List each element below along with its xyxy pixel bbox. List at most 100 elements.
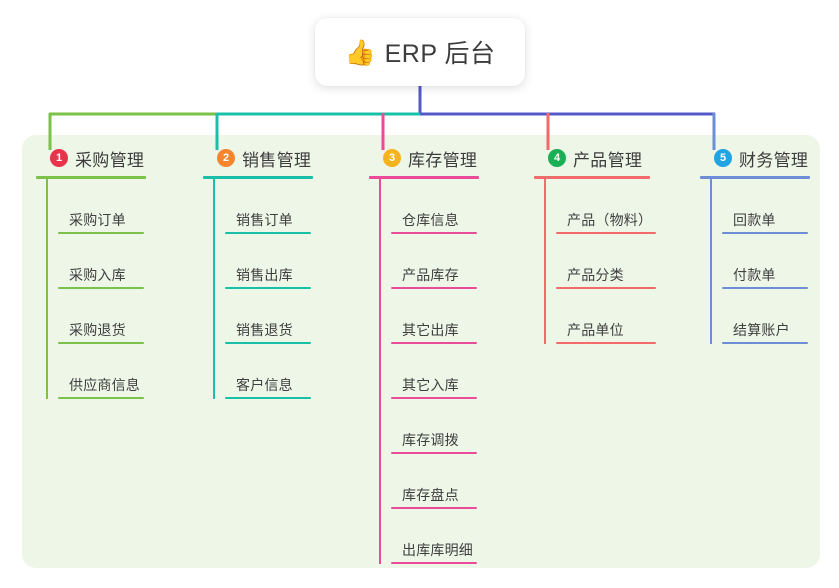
leaf-underline — [225, 232, 311, 234]
column-number-badge: 2 — [217, 149, 235, 167]
leaf-underline — [225, 287, 311, 289]
column-title: 产品管理 — [573, 150, 643, 170]
leaf-item[interactable]: 出库库明细 — [391, 509, 479, 564]
leaf-label: 出库库明细 — [402, 542, 473, 558]
leaf-underline — [58, 287, 144, 289]
leaf-list: 仓库信息产品库存其它出库其它入库库存调拨库存盘点出库库明细 — [369, 179, 479, 564]
column-number-badge: 3 — [383, 149, 401, 167]
column-header[interactable]: 1 采购管理 — [36, 145, 146, 171]
leaf-label: 产品分类 — [567, 267, 624, 283]
column-underline — [36, 176, 146, 179]
column-underline — [700, 176, 810, 179]
leaf-item[interactable]: 结算账户 — [722, 289, 810, 344]
column-title: 销售管理 — [242, 150, 312, 170]
column-spine — [710, 179, 712, 344]
column-underline — [534, 176, 650, 179]
column-spine — [544, 179, 546, 344]
leaf-underline — [391, 452, 477, 454]
leaf-label: 采购入库 — [69, 267, 126, 283]
leaf-underline — [391, 287, 477, 289]
leaf-item[interactable]: 产品（物料） — [556, 179, 656, 234]
column-产品管理: 4 产品管理产品（物料） 产品分类产品单位 — [534, 145, 656, 344]
root-node[interactable]: 👍 ERP 后台 — [315, 18, 525, 86]
leaf-list: 采购订单采购入库采购退货供应商信息 — [36, 179, 146, 399]
leaf-underline — [391, 562, 477, 564]
column-underline — [203, 176, 313, 179]
leaf-item[interactable]: 供应商信息 — [58, 344, 146, 399]
leaf-item[interactable]: 采购退货 — [58, 289, 146, 344]
leaf-underline — [556, 342, 656, 344]
leaf-item[interactable]: 其它出库 — [391, 289, 479, 344]
leaf-item[interactable]: 库存调拨 — [391, 399, 479, 454]
leaf-label: 其它出库 — [402, 322, 459, 338]
column-header[interactable]: 2 销售管理 — [203, 145, 313, 171]
leaf-label: 其它入库 — [402, 377, 459, 393]
leaf-underline — [58, 397, 144, 399]
column-采购管理: 1 采购管理采购订单采购入库采购退货供应商信息 — [36, 145, 146, 399]
column-销售管理: 2 销售管理销售订单销售出库销售退货客户信息 — [203, 145, 313, 399]
leaf-underline — [58, 342, 144, 344]
leaf-underline — [391, 342, 477, 344]
leaf-underline — [722, 342, 808, 344]
leaf-item[interactable]: 库存盘点 — [391, 454, 479, 509]
leaf-item[interactable]: 产品库存 — [391, 234, 479, 289]
leaf-underline — [58, 232, 144, 234]
leaf-label: 仓库信息 — [402, 212, 459, 228]
leaf-item[interactable]: 回款单 — [722, 179, 810, 234]
leaf-underline — [556, 287, 656, 289]
column-header[interactable]: 5 财务管理 — [700, 145, 810, 171]
leaf-underline — [391, 232, 477, 234]
column-header[interactable]: 3 库存管理 — [369, 145, 479, 171]
leaf-label: 库存盘点 — [402, 487, 459, 503]
column-spine — [46, 179, 48, 399]
leaf-list: 回款单付款单结算账户 — [700, 179, 810, 344]
leaf-label: 产品库存 — [402, 267, 459, 283]
column-title: 库存管理 — [408, 150, 478, 170]
leaf-item[interactable]: 产品单位 — [556, 289, 656, 344]
leaf-item[interactable]: 产品分类 — [556, 234, 656, 289]
column-number-badge: 1 — [50, 149, 68, 167]
leaf-item[interactable]: 付款单 — [722, 234, 810, 289]
leaf-item[interactable]: 销售订单 — [225, 179, 313, 234]
root-title: ERP 后台 — [384, 40, 496, 68]
leaf-item[interactable]: 其它入库 — [391, 344, 479, 399]
leaf-underline — [225, 342, 311, 344]
leaf-underline — [722, 287, 808, 289]
leaf-underline — [225, 397, 311, 399]
leaf-underline — [391, 397, 477, 399]
thumbs-up-icon: 👍 — [344, 38, 376, 67]
leaf-label: 采购退货 — [69, 322, 126, 338]
leaf-label: 产品单位 — [567, 322, 624, 338]
leaf-item[interactable]: 采购入库 — [58, 234, 146, 289]
column-header[interactable]: 4 产品管理 — [534, 145, 652, 171]
leaf-item[interactable]: 销售退货 — [225, 289, 313, 344]
column-title: 财务管理 — [739, 150, 809, 170]
leaf-underline — [722, 232, 808, 234]
leaf-label: 产品（物料） — [567, 212, 653, 228]
leaf-label: 付款单 — [733, 267, 776, 283]
leaf-item[interactable]: 仓库信息 — [391, 179, 479, 234]
leaf-item[interactable]: 客户信息 — [225, 344, 313, 399]
column-number-badge: 4 — [548, 149, 566, 167]
column-库存管理: 3 库存管理仓库信息产品库存其它出库其它入库库存调拨库存盘点出库库明细 — [369, 145, 479, 564]
leaf-label: 结算账户 — [733, 322, 790, 338]
leaf-label: 供应商信息 — [69, 377, 140, 393]
leaf-list: 销售订单销售出库销售退货客户信息 — [203, 179, 313, 399]
column-number-badge: 5 — [714, 149, 732, 167]
leaf-label: 销售订单 — [236, 212, 293, 228]
column-spine — [379, 179, 381, 564]
leaf-label: 销售退货 — [236, 322, 293, 338]
diagram-panel — [22, 135, 820, 568]
leaf-label: 采购订单 — [69, 212, 126, 228]
leaf-underline — [391, 507, 477, 509]
leaf-label: 客户信息 — [236, 377, 293, 393]
column-spine — [213, 179, 215, 399]
column-underline — [369, 176, 479, 179]
leaf-item[interactable]: 采购订单 — [58, 179, 146, 234]
leaf-underline — [556, 232, 656, 234]
leaf-item[interactable]: 销售出库 — [225, 234, 313, 289]
leaf-label: 回款单 — [733, 212, 776, 228]
leaf-label: 库存调拨 — [402, 432, 459, 448]
column-title: 采购管理 — [75, 150, 145, 170]
